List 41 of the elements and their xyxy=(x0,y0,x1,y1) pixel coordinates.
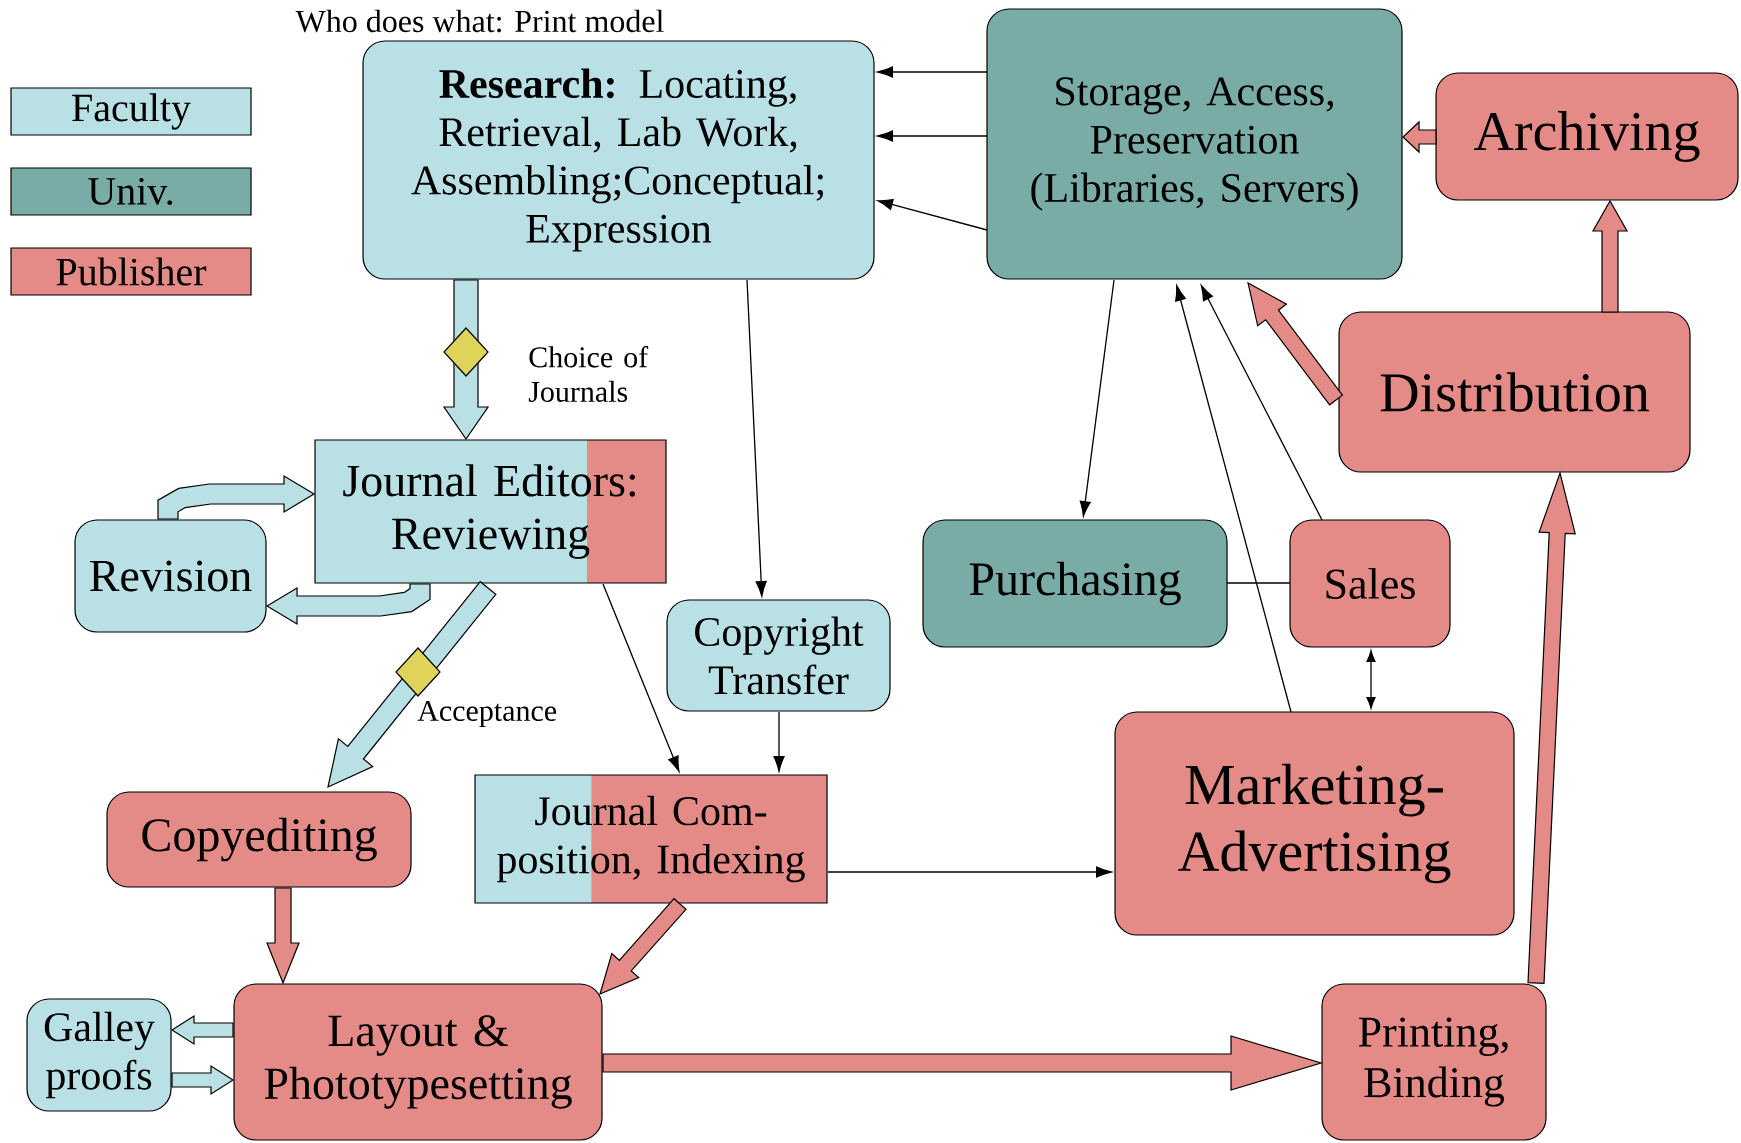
arrow xyxy=(877,130,988,142)
edge-label: Choice of Journals xyxy=(528,346,649,402)
legend-label: Univ. xyxy=(88,178,173,205)
arrow xyxy=(746,279,767,597)
process-box: Purchasing xyxy=(922,519,1228,648)
arrow xyxy=(827,866,1112,878)
process-box: Journal Editors: Reviewing xyxy=(314,439,667,584)
block-arrow xyxy=(1592,199,1629,313)
arrow xyxy=(1175,285,1292,713)
arrow xyxy=(1366,650,1376,709)
block-arrow xyxy=(265,583,431,626)
arrow xyxy=(877,199,988,231)
process-box: Layout & Phototypesetting xyxy=(233,983,603,1141)
block-arrow xyxy=(602,1035,1324,1091)
process-box: Storage, Access, Preservation (Libraries, Servers) xyxy=(986,8,1403,280)
process-box: Copyediting xyxy=(106,791,412,888)
connector-line xyxy=(1226,582,1291,584)
process-box: Journal Com- position, Indexing xyxy=(474,774,828,904)
block-arrow xyxy=(266,887,300,985)
legend-label: Publisher xyxy=(56,257,207,286)
arrow xyxy=(602,583,680,772)
process-box: Printing, Binding xyxy=(1321,983,1547,1141)
process-box: Galley proofs xyxy=(26,998,172,1112)
process-box: Archiving xyxy=(1435,72,1739,201)
block-arrow xyxy=(171,1064,235,1096)
legend-label: Faculty xyxy=(72,93,191,130)
process-box: Marketing- Advertising xyxy=(1114,711,1515,936)
process-box: Copyright Transfer xyxy=(666,599,891,712)
block-arrow xyxy=(170,1014,234,1046)
process-box: Sales xyxy=(1289,519,1451,648)
arrow xyxy=(1079,279,1115,517)
arrow xyxy=(877,66,988,78)
edge-label: Acceptance xyxy=(417,700,557,728)
process-box: Distribution xyxy=(1338,311,1691,473)
block-arrow xyxy=(157,474,316,520)
process-box: Revision xyxy=(74,519,267,633)
process-box: Research: Locating, Retrieval, Lab Work, Assembling;Conceptual; Expression xyxy=(362,40,875,280)
arrow xyxy=(1200,285,1323,521)
block-arrow xyxy=(1402,120,1437,154)
title: Who does what: Print model xyxy=(295,9,664,33)
arrow xyxy=(773,711,785,772)
